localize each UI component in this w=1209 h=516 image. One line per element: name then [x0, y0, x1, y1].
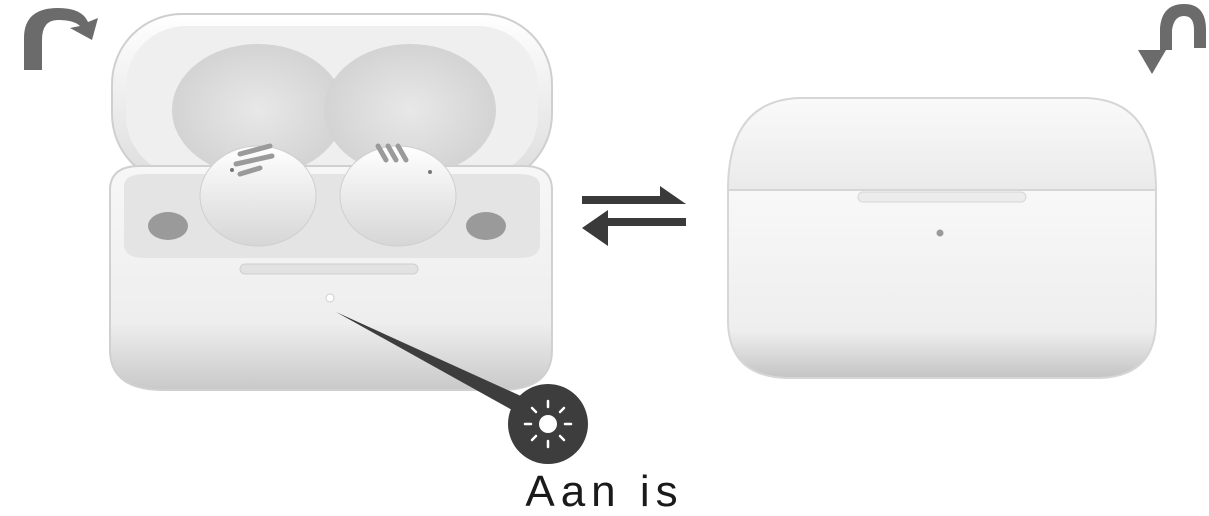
- led-indicator: [326, 294, 334, 302]
- diagram-caption: Aan is: [0, 470, 1209, 514]
- led-indicator-closed: [937, 230, 944, 237]
- case-lid: [112, 14, 552, 184]
- closed-case: [728, 98, 1156, 378]
- rotate-open-arrow-icon: [24, 8, 98, 70]
- open-case: [110, 14, 552, 390]
- swap-arrows-icon: [582, 186, 686, 246]
- earbuds-case-diagram: [0, 0, 1209, 496]
- case-base: [110, 166, 552, 390]
- left-earbud: [200, 146, 316, 246]
- rotate-close-arrow-icon: [1138, 4, 1206, 74]
- right-earbud: [340, 146, 456, 246]
- led-light-icon: [525, 401, 571, 447]
